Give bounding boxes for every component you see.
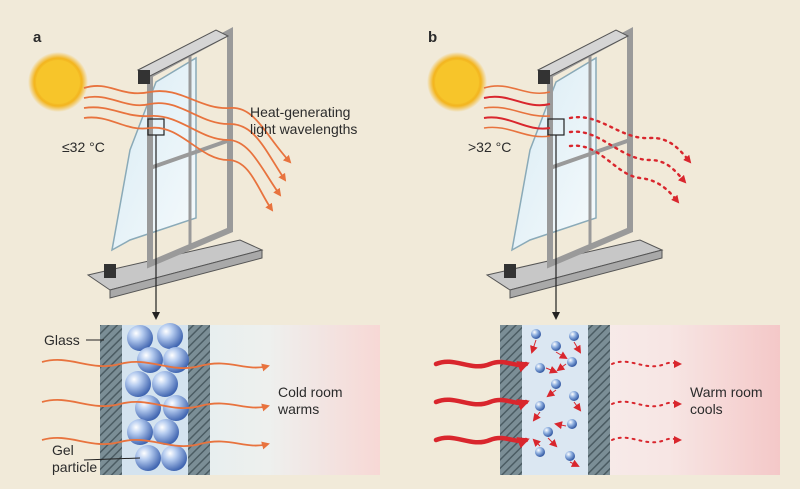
window-a bbox=[86, 26, 264, 299]
glass-label: Glass bbox=[44, 332, 80, 348]
glass-pane-right-b bbox=[588, 325, 610, 475]
gel-particles-a bbox=[125, 323, 189, 471]
glass-pane-right-a bbox=[188, 325, 210, 475]
light-rays-a bbox=[83, 85, 292, 212]
panel-letter-b: b bbox=[428, 29, 438, 46]
temperature-label-a: ≤32 °C bbox=[62, 139, 105, 155]
panel-a bbox=[28, 26, 380, 475]
gel-particle-label: Gel particle bbox=[52, 442, 98, 475]
window-b bbox=[485, 26, 664, 299]
cross-section-b bbox=[433, 325, 780, 475]
light-rays-b bbox=[483, 85, 692, 204]
panel-b bbox=[427, 26, 780, 475]
room-label-b: Warm room cools bbox=[690, 384, 763, 417]
temperature-label-b: >32 °C bbox=[468, 139, 512, 155]
panel-letter-a: a bbox=[33, 29, 42, 46]
cross-section-a bbox=[41, 323, 380, 475]
room-label-a: Cold room warms bbox=[278, 384, 343, 417]
light-wavelengths-label: Heat-generating light wavelengths bbox=[250, 104, 358, 137]
glass-pane-left-a bbox=[100, 325, 122, 475]
gel-particles-b bbox=[531, 329, 579, 461]
